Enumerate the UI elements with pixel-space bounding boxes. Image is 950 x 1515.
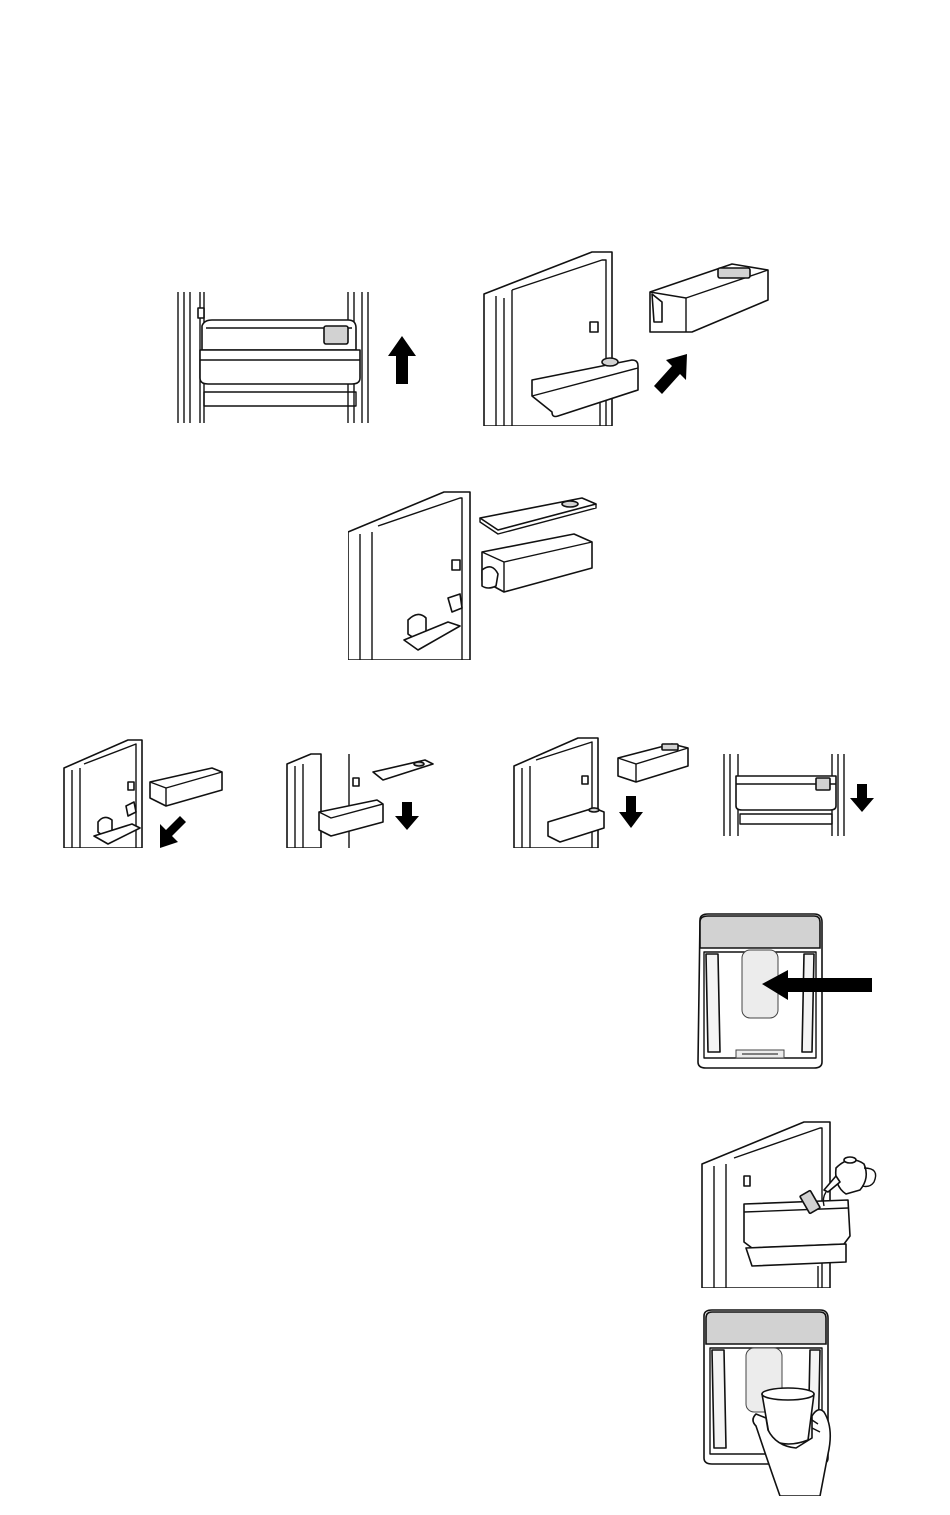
dispenser-paddle-illustration: [692, 912, 877, 1070]
arrow-down-icon: [395, 802, 419, 830]
shelf-bin: [200, 320, 360, 406]
pitcher-fill-illustration: [700, 1120, 890, 1288]
arrow-diagonal-down-icon: [160, 816, 186, 848]
reservoir-body: [482, 534, 592, 592]
arrow-down-icon: [850, 784, 874, 812]
removed-bin: [650, 264, 768, 332]
reservoir-lid: [480, 498, 596, 534]
shelf-lift-up-illustration: [170, 288, 420, 423]
lid-lower-illustration: [285, 752, 450, 848]
pitcher: [823, 1157, 875, 1206]
cup-dispense-illustration: [700, 1308, 880, 1496]
arrow-down-icon: [619, 796, 643, 828]
reservoir-exploded-illustration: [348, 490, 598, 660]
bin-lower-illustration: [512, 736, 702, 848]
arrow-diagonal-icon: [654, 354, 687, 394]
shelf-remove-diagonal-illustration: [482, 250, 782, 426]
reservoir-insert-illustration: [62, 738, 227, 848]
shelf-lower-illustration: [720, 752, 880, 836]
arrow-up-icon: [388, 336, 416, 384]
